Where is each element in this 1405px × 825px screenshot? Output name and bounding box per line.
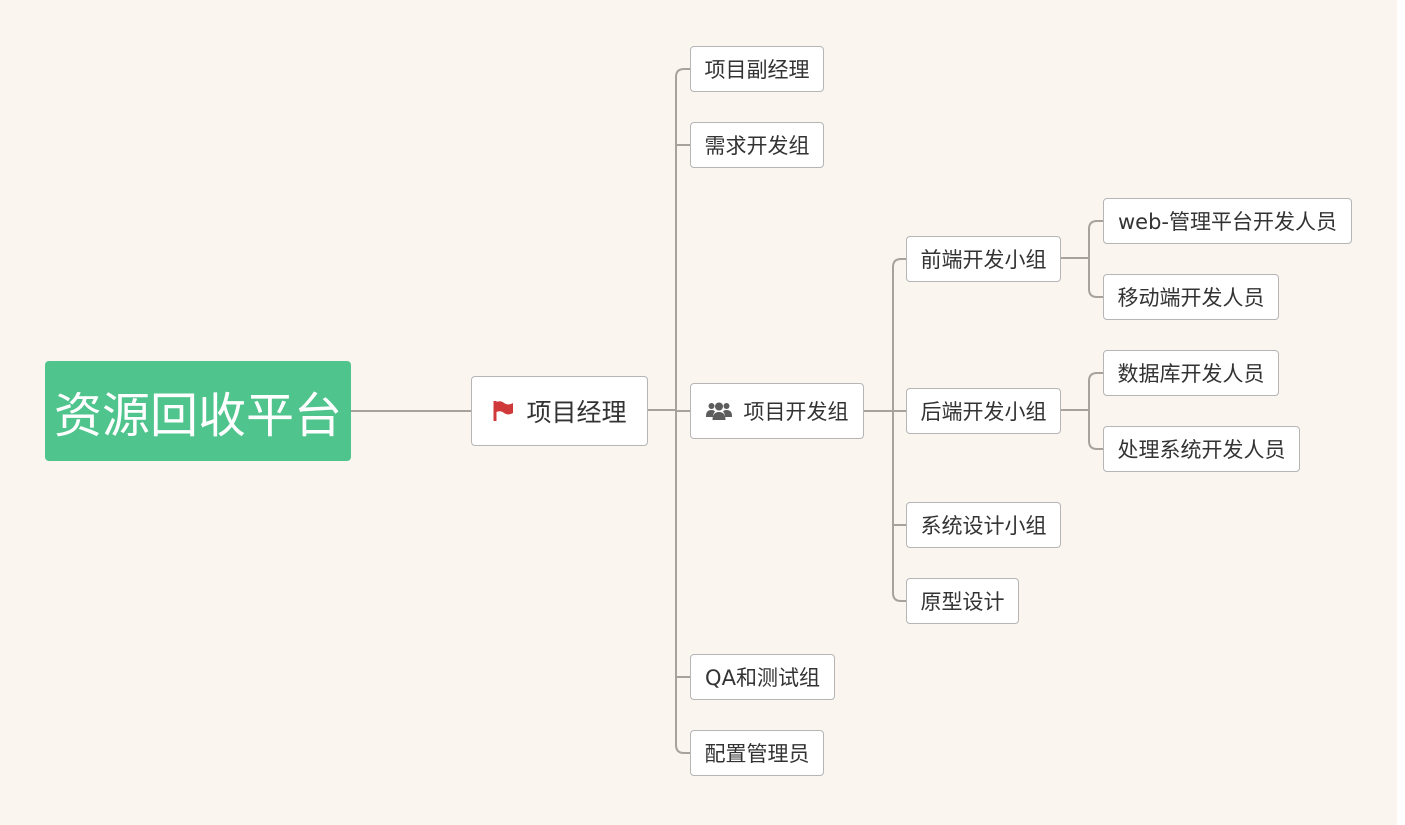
- web-admin-developers-label: web-管理平台开发人员: [1117, 210, 1337, 234]
- mobile-developers-label: 移动端开发人员: [1117, 286, 1265, 310]
- frontend-team-node[interactable]: 前端开发小组: [906, 236, 1061, 282]
- system-design-team-label: 系统设计小组: [920, 514, 1047, 538]
- manager-node[interactable]: 项目经理: [471, 376, 648, 446]
- prototype-design-node[interactable]: 原型设计: [906, 578, 1019, 624]
- edge-backend-spine: [1088, 372, 1103, 450]
- config-manager-node[interactable]: 配置管理员: [690, 730, 824, 776]
- qa-test-group-node[interactable]: QA和测试组: [690, 654, 835, 700]
- database-developers-label: 数据库开发人员: [1117, 362, 1265, 386]
- root-node[interactable]: 资源回收平台: [45, 361, 351, 461]
- deputy-manager-node[interactable]: 项目副经理: [690, 46, 824, 92]
- flag-icon: [492, 400, 514, 422]
- edge-dev-teams-spine: [892, 258, 906, 602]
- dev-group-label: 项目开发组: [743, 400, 849, 424]
- root-label: 资源回收平台: [53, 388, 342, 444]
- deputy-manager-label: 项目副经理: [704, 58, 810, 82]
- requirements-group-label: 需求开发组: [704, 134, 810, 158]
- dev-group-node[interactable]: 项目开发组: [690, 383, 864, 439]
- requirements-group-node[interactable]: 需求开发组: [690, 122, 824, 168]
- edge-frontend-spine: [1088, 220, 1103, 298]
- config-manager-label: 配置管理员: [704, 742, 810, 766]
- qa-test-group-label: QA和测试组: [705, 666, 820, 690]
- system-design-team-node[interactable]: 系统设计小组: [906, 502, 1061, 548]
- group-icon: [705, 401, 732, 421]
- database-developers-node[interactable]: 数据库开发人员: [1103, 350, 1279, 396]
- manager-label: 项目经理: [526, 398, 627, 427]
- mobile-developers-node[interactable]: 移动端开发人员: [1103, 274, 1279, 320]
- web-admin-developers-node[interactable]: web-管理平台开发人员: [1103, 198, 1352, 244]
- prototype-design-label: 原型设计: [920, 590, 1005, 614]
- backend-team-node[interactable]: 后端开发小组: [906, 388, 1061, 434]
- processing-system-developers-node[interactable]: 处理系统开发人员: [1103, 426, 1300, 472]
- processing-system-developers-label: 处理系统开发人员: [1117, 438, 1286, 462]
- frontend-team-label: 前端开发小组: [920, 248, 1047, 272]
- backend-team-label: 后端开发小组: [920, 400, 1047, 424]
